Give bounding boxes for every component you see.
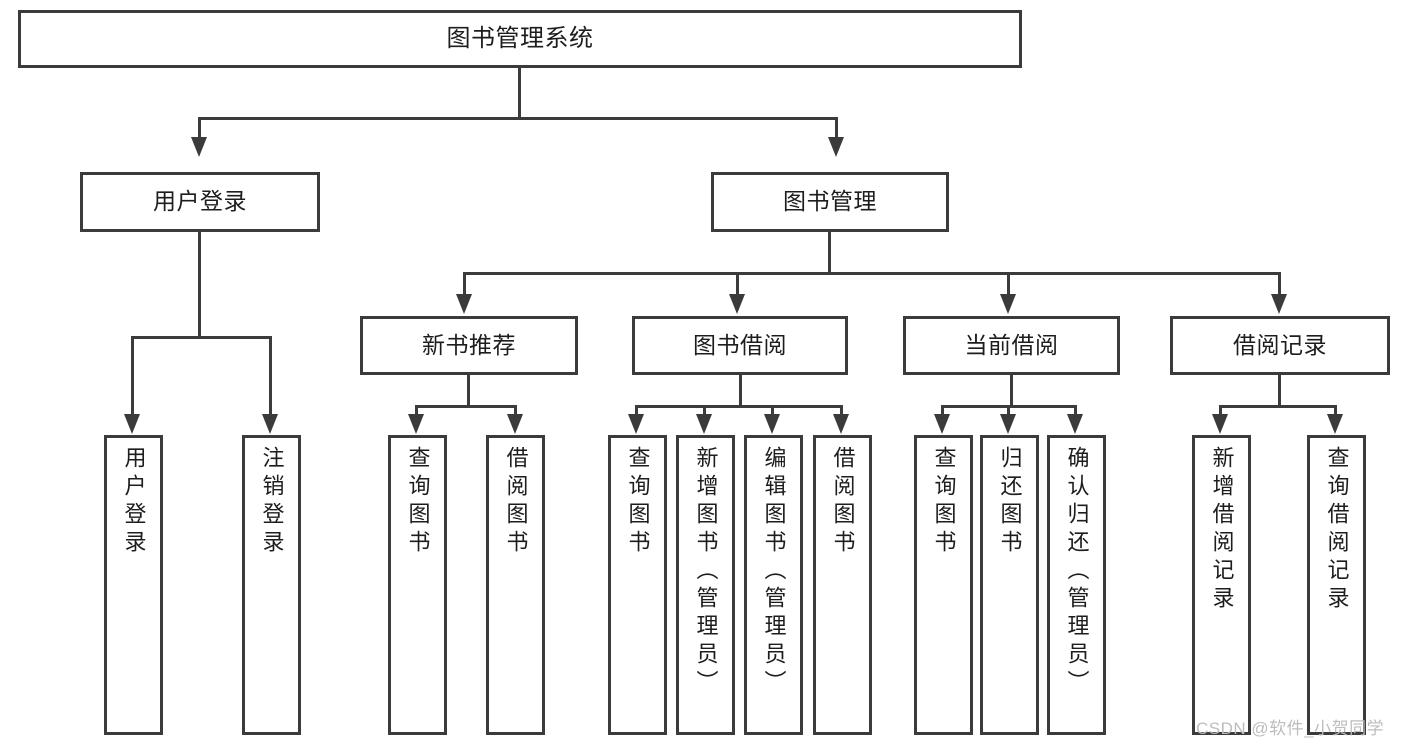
connector-nbr-c0-drop [415,405,418,415]
connector-br-stem [1278,375,1281,407]
connector-br-c1-drop [1334,405,1337,415]
connector-book-manage-bar [463,272,1281,275]
node-label: 用户登录 [153,188,247,215]
node-label: 新增借阅记录 [1209,446,1235,614]
node-new-book-recommend[interactable]: 新书推荐 [360,316,578,375]
arrow-to-nbr-leaf-0 [408,414,424,434]
leaf-br-add-record[interactable]: 新增借阅记录 [1192,435,1251,735]
node-root-system[interactable]: 图书管理系统 [18,10,1022,68]
arrow-to-new-book-recommend [456,294,472,314]
leaf-logout[interactable]: 注销登录 [242,435,301,735]
arrow-to-bb-leaf-3 [833,414,849,434]
connector-nbr-c1-drop [514,405,517,415]
node-label: 注销登录 [259,446,285,558]
leaf-nbr-borrow-book[interactable]: 借阅图书 [486,435,545,735]
leaf-cb-confirm-return-admin[interactable]: 确认归还（管理员） [1047,435,1106,735]
node-book-manage[interactable]: 图书管理 [711,172,949,232]
arrow-to-br-leaf-1 [1327,414,1343,434]
leaf-nbr-query-book[interactable]: 查询图书 [388,435,447,735]
node-user-login[interactable]: 用户登录 [80,172,320,232]
node-current-borrow[interactable]: 当前借阅 [903,316,1120,375]
connector-root-right-drop [835,117,838,139]
connector-bm-child2-drop [1007,272,1010,295]
connector-bm-child1-drop [736,272,739,295]
node-label: 图书管理 [783,188,877,215]
connector-cb-c1-drop [1007,405,1010,415]
connector-nbr-stem [467,375,470,407]
node-label: 图书管理系统 [446,24,594,52]
leaf-bb-edit-book-admin[interactable]: 编辑图书（管理员） [744,435,803,735]
connector-bb-bar [635,405,843,408]
node-borrow-record[interactable]: 借阅记录 [1170,316,1390,375]
node-label: 编辑图书（管理员） [761,446,787,698]
leaf-bb-add-book-admin[interactable]: 新增图书（管理员） [676,435,735,735]
node-label: 借阅图书 [830,446,856,558]
connector-user-login-bar [131,336,271,339]
arrow-to-leaf-user-login [124,414,140,434]
connector-user-login-child1-drop [269,336,272,415]
arrow-to-borrow-record [1271,294,1287,314]
node-label: 查询图书 [405,446,431,558]
connector-bm-child0-drop [463,272,466,295]
node-label: 新书推荐 [422,331,516,358]
connector-bb-c3-drop [840,405,843,415]
connector-br-c0-drop [1219,405,1222,415]
connector-user-login-child0-drop [131,336,134,415]
connector-bb-c2-drop [771,405,774,415]
connector-bm-child3-drop [1278,272,1281,295]
arrow-to-book-manage [828,137,844,157]
leaf-br-query-record[interactable]: 查询借阅记录 [1307,435,1366,735]
node-label: 查询图书 [931,446,957,558]
connector-bb-stem [739,375,742,407]
leaf-bb-borrow-book[interactable]: 借阅图书 [813,435,872,735]
arrow-to-bb-leaf-2 [764,414,780,434]
connector-root-stem [518,68,521,118]
arrow-to-br-leaf-0 [1212,414,1228,434]
arrow-to-bb-leaf-1 [696,414,712,434]
connector-cb-stem [1010,375,1013,407]
arrow-to-user-login [191,137,207,157]
node-label: 用户登录 [121,446,147,558]
watermark: CSDN @软件_小贺同学 [1196,719,1385,738]
node-label: 借阅记录 [1233,331,1327,358]
arrow-to-bb-leaf-0 [628,414,644,434]
leaf-user-login[interactable]: 用户登录 [104,435,163,735]
connector-cb-c0-drop [941,405,944,415]
leaf-bb-query-book[interactable]: 查询图书 [608,435,667,735]
arrow-to-nbr-leaf-1 [507,414,523,434]
leaf-cb-query-book[interactable]: 查询图书 [914,435,973,735]
node-label: 查询借阅记录 [1324,446,1350,614]
arrow-to-book-borrow [729,294,745,314]
node-label: 确认归还（管理员） [1064,446,1090,698]
leaf-cb-return-book[interactable]: 归还图书 [980,435,1039,735]
arrow-to-cb-leaf-1 [1000,414,1016,434]
node-label: 借阅图书 [503,446,529,558]
arrow-to-cb-leaf-2 [1067,414,1083,434]
connector-book-manage-stem [828,232,831,274]
node-label: 新增图书（管理员） [693,446,719,698]
connector-root-bar [198,117,838,120]
node-label: 归还图书 [997,446,1023,558]
connector-nbr-bar [415,405,517,408]
connector-br-bar [1219,405,1337,408]
connector-bb-c1-drop [703,405,706,415]
node-label: 图书借阅 [693,331,787,358]
node-label: 查询图书 [625,446,651,558]
connector-bb-c0-drop [635,405,638,415]
connector-root-left-drop [198,117,201,139]
arrow-to-cb-leaf-0 [934,414,950,434]
node-book-borrow[interactable]: 图书借阅 [632,316,848,375]
arrow-to-leaf-logout [262,414,278,434]
connector-cb-c2-drop [1074,405,1077,415]
connector-user-login-stem [198,232,201,337]
node-label: 当前借阅 [964,331,1059,358]
arrow-to-current-borrow [1000,294,1016,314]
